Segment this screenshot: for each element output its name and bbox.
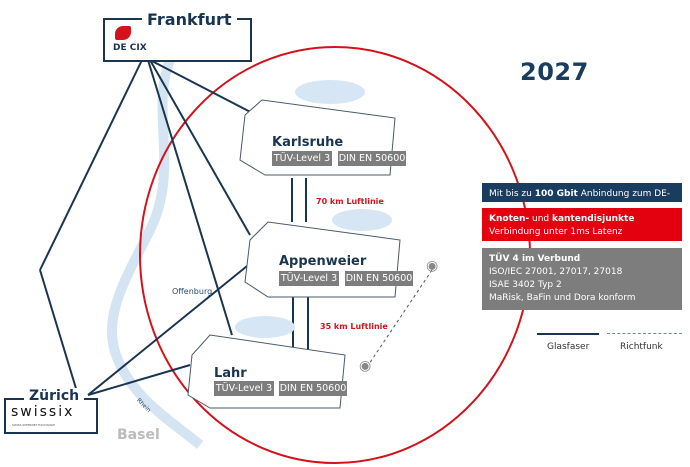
bandwidth-pre: Mit bis zu (489, 189, 535, 199)
legend-glasfaser-line (537, 333, 599, 335)
decix-logo-text: DE CIX (113, 43, 147, 53)
radio-link (368, 269, 433, 365)
legend-richtfunk-label: Richtfunk (620, 342, 663, 352)
legend-richtfunk-line (607, 333, 682, 334)
info-box-certifications: TÜV 4 im Verbund ISO/IEC 27001, 27017, 2… (482, 248, 682, 310)
appenweier-tag-tuev: TÜV-Level 3 (279, 271, 339, 286)
datacenter-lahr-name: Lahr (214, 366, 247, 381)
info-box-bandwidth: Mit bis zu 100 Gbit Anbindung zum DE-CIX (482, 183, 682, 212)
swissix-logo-text: swissix (11, 404, 75, 420)
datacenter-appenweier-name: Appenweier (279, 254, 367, 269)
river-rhein (106, 58, 204, 449)
cert-line: ISO/IEC 27001, 27017, 27018 (489, 267, 623, 277)
bandwidth-bold: 100 Gbit (534, 189, 578, 199)
lahr-tag-din: DIN EN 50600 (279, 381, 347, 396)
cert-line: MaRisk, BaFin und Dora konform (489, 293, 636, 303)
cert-title: TÜV 4 im Verbund (489, 254, 581, 264)
radio-antenna-icon: ◉ (359, 358, 372, 374)
place-offenburg: Offenburg (172, 287, 213, 296)
clouds (235, 80, 392, 338)
appenweier-tag-din: DIN EN 50600 (345, 271, 413, 286)
frankfurt-title: Frankfurt (142, 10, 237, 29)
karlsruhe-tag-tuev: TÜV-Level 3 (272, 151, 332, 166)
disjoint-bold-a: Knoten- (489, 214, 530, 224)
zurich-title: Zürich (24, 388, 85, 404)
cert-line: ISAE 3402 Typ 2 (489, 280, 562, 290)
radio-antenna-icon: ◉ (426, 258, 439, 274)
swissix-logo-sub: SWISS INTERNET EXCHANGE (12, 423, 55, 427)
lahr-tag-tuev: TÜV-Level 3 (214, 381, 274, 396)
decix-logo-icon (115, 26, 131, 40)
datacenter-karlsruhe-name: Karlsruhe (272, 135, 344, 150)
disjoint-line2: Verbindung unter 1ms Latenz (489, 227, 623, 237)
year-label: 2027 (520, 58, 589, 86)
disjoint-bold-b: kantendisjunkte (551, 214, 635, 224)
disjoint-mid: und (529, 214, 552, 224)
info-box-disjoint: Knoten- und kantendisjunkte Verbindung u… (482, 208, 682, 241)
distance-35km: 35 km Luftlinie (320, 322, 388, 331)
distance-70km: 70 km Luftlinie (316, 197, 384, 206)
bandwidth-post: Anbindung zum DE-CIX (489, 189, 671, 212)
legend-glasfaser-label: Glasfaser (547, 342, 590, 352)
place-basel: Basel (117, 427, 160, 443)
fiber-lines (39, 59, 309, 396)
karlsruhe-tag-din: DIN EN 50600 (338, 151, 406, 166)
